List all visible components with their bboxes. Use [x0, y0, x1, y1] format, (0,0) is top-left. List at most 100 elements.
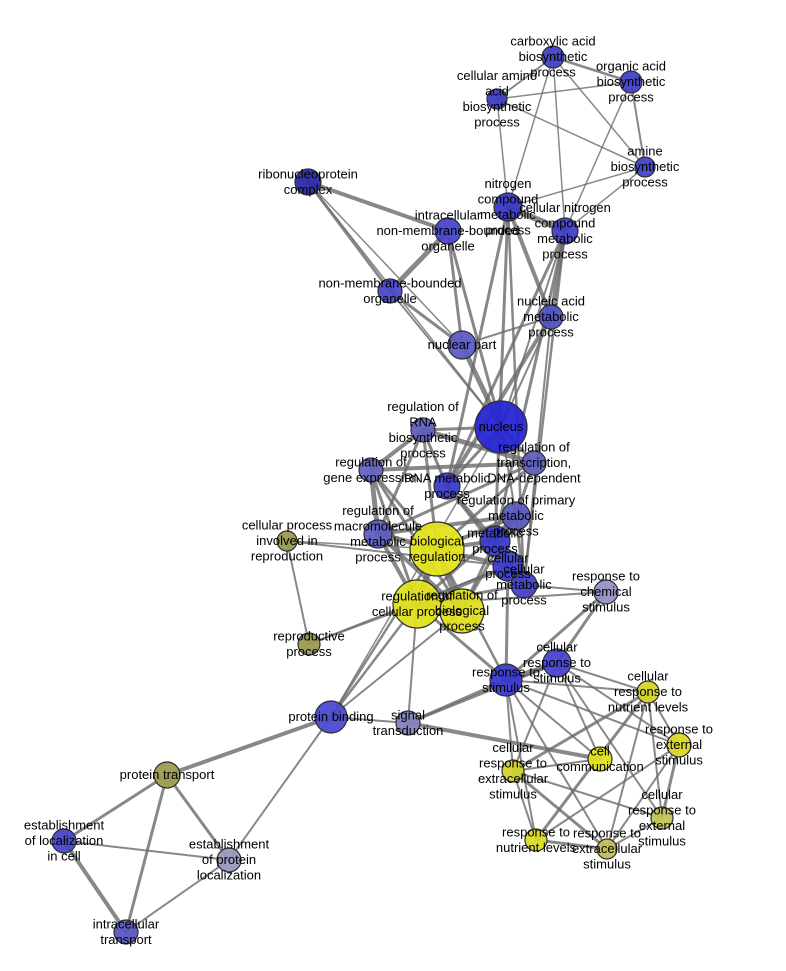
graph-edge-carboxylic-cellNitrogen[interactable] — [552, 56, 566, 232]
graph-node-estLocCell[interactable] — [51, 828, 77, 854]
graph-edge-organic-amine[interactable] — [630, 81, 646, 168]
graph-edge-amine-nitrogen[interactable] — [507, 166, 646, 208]
graph-edge-respExtracell-cellRespExtracell[interactable] — [511, 769, 609, 851]
graph-edge-rnp-nuclearPart[interactable] — [307, 181, 463, 346]
graph-node-cellMetabolic[interactable] — [510, 571, 538, 599]
graph-node-bioReg[interactable] — [409, 521, 465, 577]
graph-node-respNutrient[interactable] — [524, 828, 548, 852]
graph-edge-respStimulus-respExternal[interactable] — [505, 679, 680, 746]
graph-node-metabolic[interactable] — [479, 525, 511, 557]
graph-node-amine[interactable] — [634, 156, 656, 178]
graph-edge-respStimulus-cellComm[interactable] — [505, 679, 601, 760]
graph-edge-cellNitrogen-metabolic[interactable] — [493, 229, 567, 543]
graph-edge-proteinTransport-estProteinLoc[interactable] — [165, 773, 231, 862]
graph-edge-nmb-nuclearPart[interactable] — [388, 289, 464, 347]
graph-edge-cpir-reproductive[interactable] — [286, 540, 310, 645]
graph-edge-organic-cellNitrogen[interactable] — [564, 81, 632, 232]
graph-edge-cellAmino-nitrogen[interactable] — [496, 98, 509, 208]
graph-node-intraNmb[interactable] — [434, 217, 462, 245]
graph-edge-cellRespStimulus-cellComm[interactable] — [556, 662, 601, 760]
graph-edge-estProteinLoc-intraTransport[interactable] — [125, 859, 230, 933]
graph-node-respExtracell[interactable] — [596, 838, 618, 860]
graph-node-regMacro[interactable] — [363, 519, 393, 549]
graph-node-cellRespExtracell[interactable] — [501, 759, 525, 783]
graph-edge-cellRespNutrient-cellRespExternal[interactable] — [647, 691, 663, 819]
graph-edge-respChemical-respStimulus[interactable] — [504, 590, 608, 682]
graph-node-respExternal[interactable] — [666, 732, 692, 758]
graph-edge-carboxylic-amine[interactable] — [552, 56, 646, 168]
graph-edge-cellRespExternal-cellRespExtracell[interactable] — [512, 770, 663, 819]
graph-node-proteinTransport[interactable] — [153, 761, 181, 789]
graph-edge-proteinTransport-estLocCell[interactable] — [62, 773, 169, 843]
graph-edge-cellRespNutrient-cellRespExtracell[interactable] — [511, 690, 650, 773]
graph-node-regBiological[interactable] — [439, 588, 485, 634]
graph-edge-proteinBinding-nucleus[interactable] — [330, 426, 502, 718]
graph-node-regRna[interactable] — [410, 417, 436, 443]
graph-node-rnp[interactable] — [294, 168, 322, 196]
graph-edge-nitrogen-metabolic[interactable] — [493, 205, 510, 543]
graph-node-reproductive[interactable] — [297, 632, 321, 656]
graph-edge-intraNmb-nucleus[interactable] — [446, 229, 503, 429]
graph-node-nitrogen[interactable] — [493, 192, 523, 222]
graph-node-regGeneExpr[interactable] — [358, 457, 384, 483]
graph-edge-carboxylic-nitrogen[interactable] — [507, 56, 554, 208]
graph-edge-cellRespStimulus-respExternal[interactable] — [556, 662, 680, 746]
graph-edge-estLocCell-estProteinLoc[interactable] — [63, 840, 230, 861]
graph-edge-cpir-cellProcess[interactable] — [286, 540, 509, 567]
graph-edge-cellRespStimulus-signalTrans[interactable] — [406, 661, 559, 725]
graph-node-nmb[interactable] — [377, 278, 403, 304]
graph-edge-cellComm-cellRespExtracell[interactable] — [512, 758, 601, 772]
graph-edge-respNutrient-cellRespExtracell[interactable] — [512, 770, 537, 841]
graph-edge-respExternal-respNutrient[interactable] — [535, 744, 680, 841]
graph-edge-cellAmino-amine[interactable] — [496, 98, 646, 168]
graph-node-cpir[interactable] — [276, 530, 298, 552]
graph-node-cellNitrogen[interactable] — [551, 217, 579, 245]
graph-edge-respChemical-cellMetabolic[interactable] — [523, 584, 607, 593]
graph-node-cellAmino[interactable] — [486, 88, 508, 110]
graph-edge-cellRespNutrient-respExtracell[interactable] — [606, 691, 649, 850]
graph-node-rnaMetabolic[interactable] — [433, 472, 461, 500]
graph-node-cellComm[interactable] — [587, 746, 613, 772]
graph-edge-respStimulus-cellRespNutrient[interactable] — [505, 679, 649, 693]
graph-edge-regRna-regTranscription[interactable] — [420, 427, 537, 466]
graph-node-nucleus[interactable] — [474, 400, 528, 454]
graph-edge-amine-cellNitrogen[interactable] — [564, 166, 646, 232]
graph-edge-carboxylic-organic[interactable] — [551, 55, 633, 84]
graph-edge-proteinBinding-regBiological[interactable] — [330, 610, 463, 718]
graph-edge-organic-cellAmino[interactable] — [496, 81, 632, 100]
graph-edge-proteinBinding-bioReg[interactable] — [329, 547, 439, 719]
graph-edge-proteinBinding-proteinTransport[interactable] — [165, 715, 333, 777]
graph-node-signalTrans[interactable] — [395, 710, 421, 736]
graph-node-proteinBinding[interactable] — [314, 700, 348, 734]
graph-edge-cellComm-signalTrans[interactable] — [406, 721, 602, 761]
graph-edge-respExternal-respExtracell[interactable] — [606, 744, 680, 850]
graph-node-organic[interactable] — [619, 70, 643, 94]
graph-edge-respStimulus-respNutrient[interactable] — [505, 679, 537, 841]
graph-edge-rnp-intraNmb[interactable] — [306, 180, 450, 233]
graph-edge-carboxylic-cellAmino[interactable] — [496, 56, 554, 100]
graph-edge-respNutrient-respExtracell[interactable] — [534, 838, 609, 851]
graph-node-regTranscription[interactable] — [521, 450, 547, 476]
graph-node-cellRespNutrient[interactable] — [636, 680, 660, 704]
graph-node-carboxylic[interactable] — [541, 45, 565, 69]
graph-node-intraTransport[interactable] — [113, 919, 139, 945]
graph-node-nucleicAcid[interactable] — [538, 304, 564, 330]
graph-node-respStimulus[interactable] — [489, 663, 523, 697]
graph-node-estProteinLoc[interactable] — [216, 847, 242, 873]
graph-edge-respStimulus-cellProcess[interactable] — [504, 564, 510, 682]
graph-node-cellRespStimulus[interactable] — [542, 648, 572, 678]
graph-edge-intraNmb-nuclearPart[interactable] — [446, 229, 464, 347]
graph-node-regCellular[interactable] — [392, 579, 442, 629]
graph-edge-cellRespStimulus-cellRespNutrient[interactable] — [556, 662, 649, 693]
graph-edge-nmb-nucleus[interactable] — [389, 290, 502, 428]
graph-node-cellRespExternal[interactable] — [650, 806, 674, 830]
graph-node-cellProcess[interactable] — [492, 550, 524, 582]
graph-edge-proteinBinding-estProteinLoc[interactable] — [228, 716, 332, 861]
graph-node-nuclearPart[interactable] — [447, 330, 477, 360]
graph-edge-proteinTransport-intraTransport[interactable] — [124, 773, 169, 934]
graph-node-regPrimary[interactable] — [501, 501, 531, 531]
graph-edge-nucleus-cellNitrogen[interactable] — [500, 230, 566, 428]
graph-node-respChemical[interactable] — [593, 579, 619, 605]
graph-edge-regTranscription-regGeneExpr[interactable] — [369, 461, 536, 472]
